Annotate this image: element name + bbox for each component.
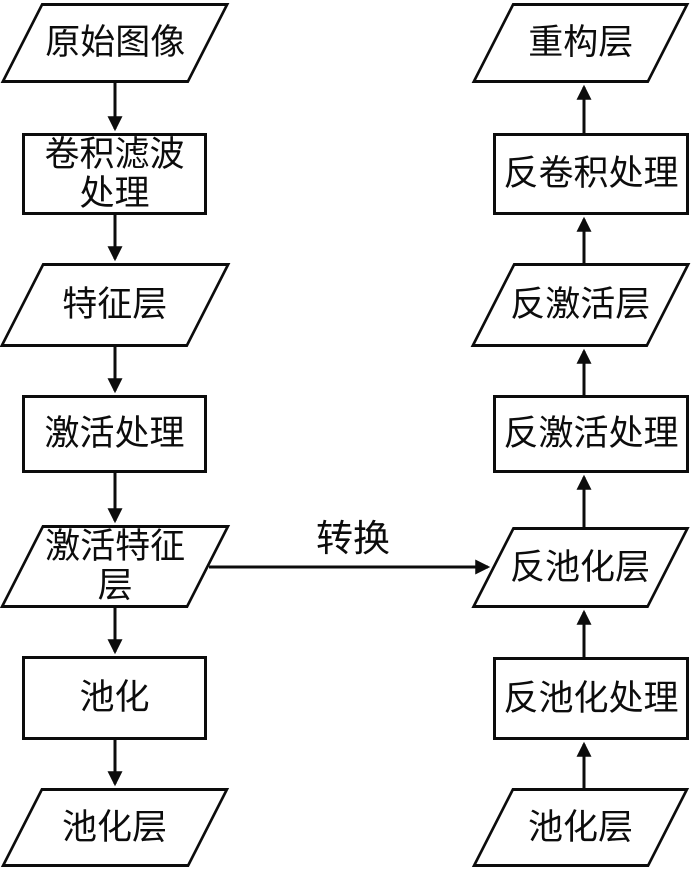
node-feature-layer: 特征层	[0, 263, 231, 347]
node-label: 池化层	[527, 807, 633, 847]
node-label: 反卷积处理	[503, 154, 679, 194]
node-activated-feature-layer: 激活特征 层	[0, 525, 231, 608]
node-pooling-layer-left: 池化层	[0, 788, 230, 867]
node-label: 反池化处理	[503, 678, 679, 718]
node-unpooling-process: 反池化处理	[493, 657, 689, 740]
node-activation-process: 激活处理	[22, 395, 207, 473]
node-label: 原始图像	[44, 23, 185, 63]
node-convolution-filter-process: 卷积滤波 处理	[22, 133, 207, 215]
node-pooling-layer-right: 池化层	[471, 788, 690, 867]
node-label: 重构层	[527, 23, 633, 63]
transfer-arrow-label: 转换	[316, 519, 390, 560]
node-label: 反激活处理	[503, 414, 679, 454]
node-label: 特征层	[62, 285, 168, 325]
node-label: 反池化层	[510, 547, 651, 587]
node-unpooling-layer: 反池化层	[471, 527, 690, 608]
node-label: 卷积滤波 处理	[44, 134, 185, 213]
node-original-image: 原始图像	[0, 3, 230, 83]
node-label: 池化	[79, 678, 150, 718]
node-label: 池化层	[62, 807, 168, 847]
node-label: 激活处理	[44, 414, 185, 454]
node-reconstruction-layer: 重构层	[471, 3, 690, 83]
node-deactivation-layer: 反激活层	[470, 263, 691, 347]
node-label: 反激活层	[510, 285, 651, 325]
node-deconvolution-process: 反卷积处理	[493, 133, 689, 215]
node-label: 激活特征 层	[44, 527, 185, 606]
node-deactivation-process: 反激活处理	[493, 395, 689, 473]
node-pooling: 池化	[22, 656, 207, 740]
